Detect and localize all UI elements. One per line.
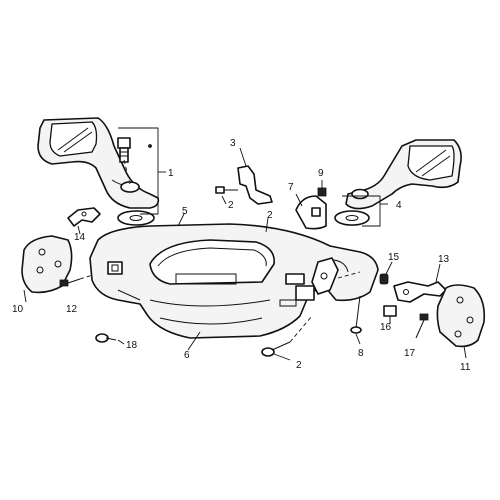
screw-18 (95, 333, 125, 345)
nut-9 (317, 180, 327, 197)
left-mirror-bolt (117, 137, 131, 163)
left-mirror-bracket-lines (118, 127, 166, 215)
callout-1: 1 (168, 168, 174, 179)
leader-6 (187, 331, 201, 351)
callout-7: 7 (288, 182, 294, 193)
right-switch-mount (311, 257, 361, 295)
clip-15 (379, 261, 393, 285)
bracket-14 (67, 207, 101, 235)
callout-6: 6 (184, 350, 190, 361)
right-side-cover (436, 284, 486, 359)
callout-18: 18 (126, 340, 138, 351)
leader-2-centre (265, 217, 269, 233)
left-side-cover (21, 235, 73, 303)
left-mirror-washer (117, 210, 155, 226)
callout-11: 11 (460, 362, 471, 373)
callout-13: 13 (438, 254, 450, 265)
callout-3: 3 (230, 138, 236, 149)
callout-2-upper: 2 (228, 200, 234, 211)
callout-4: 4 (396, 200, 402, 211)
screw-2-upper (221, 195, 227, 205)
right-mirror (345, 139, 462, 210)
callout-5: 5 (182, 206, 188, 217)
callout-2-lower: 2 (296, 360, 302, 371)
callout-12: 12 (66, 304, 78, 315)
callout-15: 15 (388, 252, 400, 263)
right-mirror-bracket-lines (342, 195, 388, 227)
callout-16: 16 (380, 322, 392, 333)
callout-2-centre: 2 (267, 210, 273, 221)
screw-16 (383, 305, 397, 324)
callout-10: 10 (12, 304, 24, 315)
screw-17 (415, 313, 429, 339)
screw-12 (59, 273, 97, 287)
left-mirror (37, 117, 160, 209)
callout-14: 14 (74, 232, 86, 243)
screw-2-lower (261, 315, 313, 361)
callout-17: 17 (404, 348, 416, 359)
screw-8 (350, 295, 362, 345)
bracket-3 (215, 147, 273, 205)
handlebar-front-cover (89, 213, 379, 339)
callout-9: 9 (318, 168, 324, 179)
callout-8: 8 (358, 348, 364, 359)
bracket-13 (393, 263, 447, 303)
part-7-piece (295, 193, 327, 230)
right-mirror-washer (334, 210, 370, 226)
